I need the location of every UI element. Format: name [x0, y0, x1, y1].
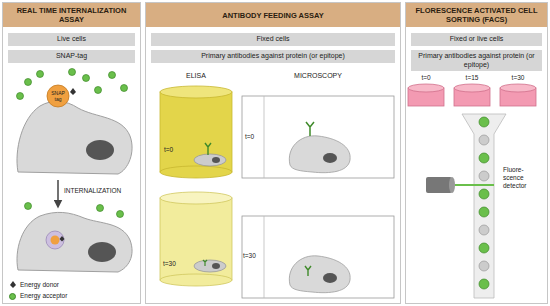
band-text: Fixed or live cells: [415, 35, 538, 44]
info-band: Live cells: [8, 33, 135, 46]
band-text: Fixed cells: [155, 35, 391, 44]
panel-header: REAL TIME INTERNALIZATION ASSAY: [3, 3, 140, 27]
legend-text: Energy acceptor: [20, 292, 67, 299]
assay-panel: REAL TIME INTERNALIZATION ASSAY Live cell…: [2, 2, 141, 304]
info-band: Primary antibodies against protein (or e…: [151, 50, 395, 63]
legend-text: Energy donor: [20, 281, 59, 288]
time-label: t=30: [163, 260, 187, 268]
info-band: Fixed cells: [151, 33, 395, 46]
info-band: Primary antibodies against protein (or e…: [411, 50, 542, 72]
assay-panel: FLORESCENCE ACTIVATED CELL SORTING (FACS…: [405, 2, 548, 304]
band-text: Primary antibodies against protein (or e…: [415, 52, 538, 70]
time-label: t=15: [457, 74, 487, 82]
culture-dishes: [408, 84, 536, 106]
assay-panel: ANTIBODY FEEDING ASSAY Fixed cellsPrimary…: [145, 2, 401, 304]
microscopy-slide: [242, 216, 394, 298]
time-label: t=30: [503, 74, 533, 82]
band-text: SNAP-tag: [12, 52, 131, 61]
method-label: ELISA: [166, 72, 226, 80]
sorted-cells: [479, 117, 489, 289]
flow-channel: [462, 114, 506, 298]
method-label: MICROSCOPY: [283, 72, 353, 80]
cell-after: [17, 212, 132, 272]
band-text: Primary antibodies against protein (or e…: [155, 52, 391, 61]
time-label: t=0: [411, 74, 441, 82]
panel-header: ANTIBODY FEEDING ASSAY: [146, 3, 400, 27]
band-text: Live cells: [12, 35, 131, 44]
time-label: t=0: [245, 133, 263, 141]
step-label: INTERNALIZATION: [64, 187, 136, 195]
info-band: Fixed or live cells: [411, 33, 542, 46]
panel-header: FLORESCENCE ACTIVATED CELL SORTING (FACS…: [406, 3, 547, 27]
elisa-beaker: [160, 86, 232, 178]
tag-label: SNAP tag: [50, 90, 66, 102]
cell-before: [17, 85, 132, 174]
fluorescence-detector: [426, 177, 494, 193]
time-label: t=30: [243, 252, 263, 260]
legend-swatch: [9, 293, 16, 300]
microscopy-slide: [242, 96, 394, 178]
acceptor-dots: [17, 69, 128, 218]
donor-marker: [10, 281, 16, 288]
internalization-arrow: [57, 180, 59, 204]
elisa-beaker: [160, 192, 232, 286]
time-label: t=0: [164, 146, 186, 154]
info-band: SNAP-tag: [8, 50, 135, 63]
detector-label: Fluore- scence detector: [503, 166, 539, 189]
